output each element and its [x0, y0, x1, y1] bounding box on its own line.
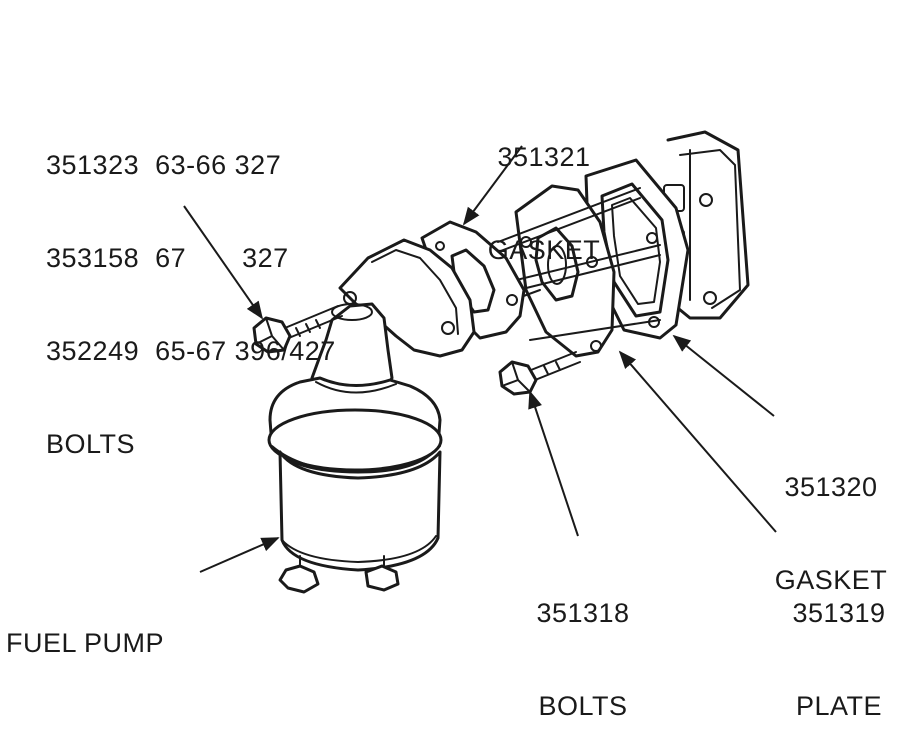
leader-top-left-bolts: [183, 205, 264, 320]
part-name: GASKET: [774, 565, 888, 595]
part-number: 351318: [536, 598, 630, 628]
callout-line: 351323 63-66 327: [46, 150, 282, 180]
leader-lines: [183, 145, 777, 573]
bolt-upper-left: [252, 305, 343, 354]
part-number: 351319: [792, 598, 886, 628]
callout-line: 353158 67 327: [46, 243, 289, 273]
callout-bolts-351318: 351318 BOLTS: [528, 536, 638, 753]
callout-gasket-351321: 351321 GASKET: [484, 80, 604, 297]
alignment-studs: [497, 187, 661, 341]
fuel-pump: [267, 238, 476, 594]
part-name: BOLTS: [538, 691, 628, 721]
part-name: GASKET: [487, 235, 601, 265]
diagram-drawing: [183, 130, 777, 594]
callout-gasket-351320: 351320 GASKET: [768, 410, 894, 627]
leader-plate-351319: [618, 350, 777, 533]
leader-bolts-351318: [528, 390, 579, 537]
callout-plate-351319: 351319 PLATE: [784, 536, 894, 753]
callout-line: 352249 65-67 396/427: [46, 336, 336, 366]
leader-fuel-pump: [199, 537, 280, 573]
part-name: FUEL PUMP: [6, 628, 165, 658]
part-number: 351320: [784, 472, 878, 502]
bolt-lower: [498, 351, 581, 396]
leader-gasket-351320: [672, 334, 775, 417]
callout-line: BOLTS: [46, 429, 136, 459]
callout-fuel-pump: FUEL PUMP: [6, 566, 164, 690]
fuel-pump-exploded-diagram: 351323 63-66 327 353158 67 327 352249 65…: [6, 80, 894, 721]
callout-top-left-bolts: 351323 63-66 327 353158 67 327 352249 65…: [46, 88, 336, 491]
leader-gasket-351321: [462, 145, 523, 226]
plate-351319: [514, 184, 616, 358]
part-number: 351321: [497, 142, 591, 172]
part-name: PLATE: [795, 691, 883, 721]
